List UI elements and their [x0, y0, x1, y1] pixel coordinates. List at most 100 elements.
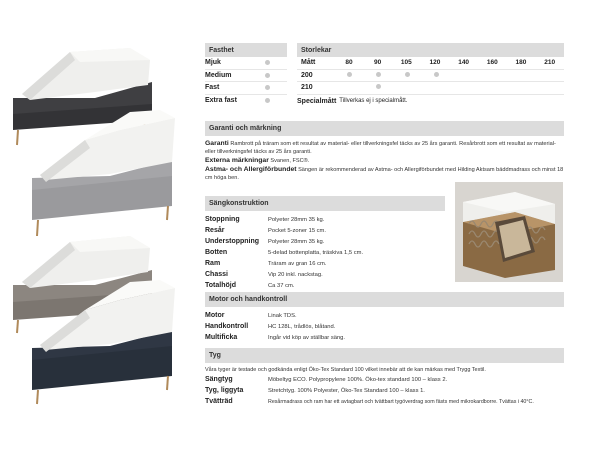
firmness-dot — [265, 72, 270, 78]
motor-label: Multificka — [205, 334, 238, 341]
firmness-label: Mjuk — [205, 59, 221, 67]
size-row-200: 200 — [297, 70, 564, 82]
warranty-header: Garanti och märkning — [205, 121, 564, 136]
spec-row: Ram Träram av gran 16 cm. — [205, 258, 445, 269]
bed-image-dark-blue — [32, 280, 175, 405]
sizes-table: Storlekar Mått 80 90 105 120 140 160 180… — [297, 43, 564, 108]
sizes-width-row: Mått 80 90 105 120 140 160 180 210 — [297, 57, 564, 70]
spec-row: Botten 5-delad bottenplatta, träskiva 1,5… — [205, 247, 445, 258]
spec-row: Resår Pocket 5-zoner 15 cm. — [205, 225, 445, 236]
fabric-label: Tvätträd — [205, 398, 233, 405]
fabric-intro: Våra tyger är testade och godkända enlig… — [205, 367, 486, 373]
length-label: 210 — [301, 84, 313, 92]
fabric-row: Tvätträd Resårmadrass och ram har ett avt… — [205, 396, 564, 407]
firmness-dot — [265, 60, 270, 66]
width-value: 210 — [544, 59, 556, 67]
spec-label: Resår — [205, 227, 225, 234]
fabric-row: Tyg, liggyta Stretchtyg. 100% Polyester, … — [205, 385, 564, 396]
fabric-label: Tyg, liggyta — [205, 387, 244, 394]
spec-label: Stoppning — [205, 216, 240, 223]
sizes-header: Storlekar — [297, 43, 564, 57]
special-label: Specialmått — [297, 97, 337, 105]
special-size-row: Specialmått Tillverkas ej i specialmått. — [297, 95, 564, 108]
firmness-dot — [265, 98, 270, 104]
spec-value: Pocket 5-zoner 15 cm. — [268, 227, 326, 234]
spec-row: Chassi Vip 20 inkl. nackstag. — [205, 269, 445, 280]
width-value: 105 — [400, 59, 412, 67]
size-dot — [376, 84, 381, 90]
firmness-header: Fasthet — [205, 43, 287, 57]
firmness-dot — [265, 85, 270, 91]
width-value: 120 — [429, 59, 441, 67]
motor-row: Handkontroll HC 128L, trådlös, blåtand. — [205, 321, 564, 332]
firmness-row: Extra fast — [205, 95, 287, 108]
firmness-label: Extra fast — [205, 97, 237, 105]
bed-illustrations — [13, 48, 175, 405]
width-label: Mått — [301, 59, 316, 67]
extern-text: Svanen, FSC®. — [270, 158, 310, 164]
width-value: 90 — [374, 59, 382, 67]
fabric-value: Möbeltyg ECO. Polypropylene 100%. Öko-te… — [268, 376, 448, 383]
length-label: 200 — [301, 71, 313, 79]
size-row-210: 210 — [297, 82, 564, 95]
fabric-header: Tyg — [205, 348, 564, 363]
spec-row: Stoppning Polyeter 28mm 35 kg. — [205, 214, 445, 225]
spec-value: 5-delad bottenplatta, träskiva 1,5 cm. — [268, 249, 364, 256]
fabric-section: Tyg Våra tyger är testade och godkända e… — [205, 348, 564, 407]
firmness-row: Fast — [205, 82, 287, 95]
size-dot — [405, 71, 410, 77]
warranty-garanti: Garanti Rambrott på träram som ett resul… — [205, 140, 564, 156]
motor-label: Motor — [205, 312, 225, 319]
spec-row: Understoppning Polyeter 28mm 35 kg. — [205, 236, 445, 247]
motor-value: Linak TDS. — [268, 312, 297, 319]
motor-value: HC 128L, trådlös, blåtand. — [268, 323, 336, 330]
fabric-value: Resårmadrass och ram har ett avtagbart o… — [268, 398, 534, 405]
warranty-section: Garanti och märkning Garanti Rambrott på… — [205, 121, 564, 182]
motor-row: Motor Linak TDS. — [205, 310, 564, 321]
garanti-text: Rambrott på träram som ett resultat av m… — [205, 141, 556, 155]
fabric-row: Sängtyg Möbeltyg ECO. Polypropylene 100%.… — [205, 374, 564, 385]
motor-row: Multificka Ingår vid köp av ställbar säng… — [205, 332, 564, 343]
spec-value: Vip 20 inkl. nackstag. — [268, 271, 323, 278]
spec-label: Understoppning — [205, 238, 260, 245]
spec-label: Botten — [205, 249, 228, 256]
spec-row: Totalhöjd Ca 37 cm. — [205, 280, 445, 291]
spec-label: Totalhöjd — [205, 282, 236, 289]
firmness-row: Medium — [205, 70, 287, 82]
mattress-cross-section-image — [455, 182, 563, 282]
extern-label: Externa märkningar — [205, 157, 269, 164]
spec-label: Ram — [205, 260, 221, 267]
bed-image-dark-grey — [13, 48, 152, 146]
garanti-label: Garanti — [205, 140, 229, 147]
bed-image-light-grey — [32, 110, 175, 237]
firmness-table: Fasthet Mjuk Medium Fast Extra fast — [205, 43, 287, 107]
astma-text: Sängen är rekommenderad av Astma- och Al… — [205, 167, 564, 181]
spec-value: Ca 37 cm. — [268, 282, 295, 289]
warranty-astma: Astma- och Allergiförbundet Sängen är re… — [205, 166, 564, 182]
motor-label: Handkontroll — [205, 323, 249, 330]
size-dot — [347, 71, 352, 77]
warranty-extern: Externa märkningar Svanen, FSC®. — [205, 157, 564, 165]
motor-section: Motor och handkontroll Motor Linak TDS. H… — [205, 292, 564, 343]
firmness-row: Mjuk — [205, 57, 287, 70]
size-dot — [434, 71, 439, 77]
width-value: 160 — [486, 59, 498, 67]
motor-value: Ingår vid köp av ställbar säng. — [268, 334, 346, 341]
width-value: 140 — [458, 59, 470, 67]
size-dot — [376, 71, 381, 77]
fabric-label: Sängtyg — [205, 376, 233, 383]
special-text: Tillverkas ej i specialmått. — [339, 98, 408, 104]
spec-value: Träram av gran 16 cm. — [268, 260, 327, 267]
width-value: 80 — [345, 59, 353, 67]
motor-header: Motor och handkontroll — [205, 292, 564, 307]
width-value: 180 — [515, 59, 527, 67]
spec-label: Chassi — [205, 271, 228, 278]
fabric-value: Stretchtyg. 100% Polyester, Öko-Tex Stan… — [268, 387, 425, 394]
firmness-label: Fast — [205, 84, 220, 92]
spec-value: Polyeter 28mm 35 kg. — [268, 238, 325, 245]
construction-header: Sängkonstruktion — [205, 196, 445, 211]
spec-value: Polyeter 28mm 35 kg. — [268, 216, 325, 223]
firmness-label: Medium — [205, 71, 232, 79]
astma-label: Astma- och Allergiförbundet — [205, 166, 297, 173]
